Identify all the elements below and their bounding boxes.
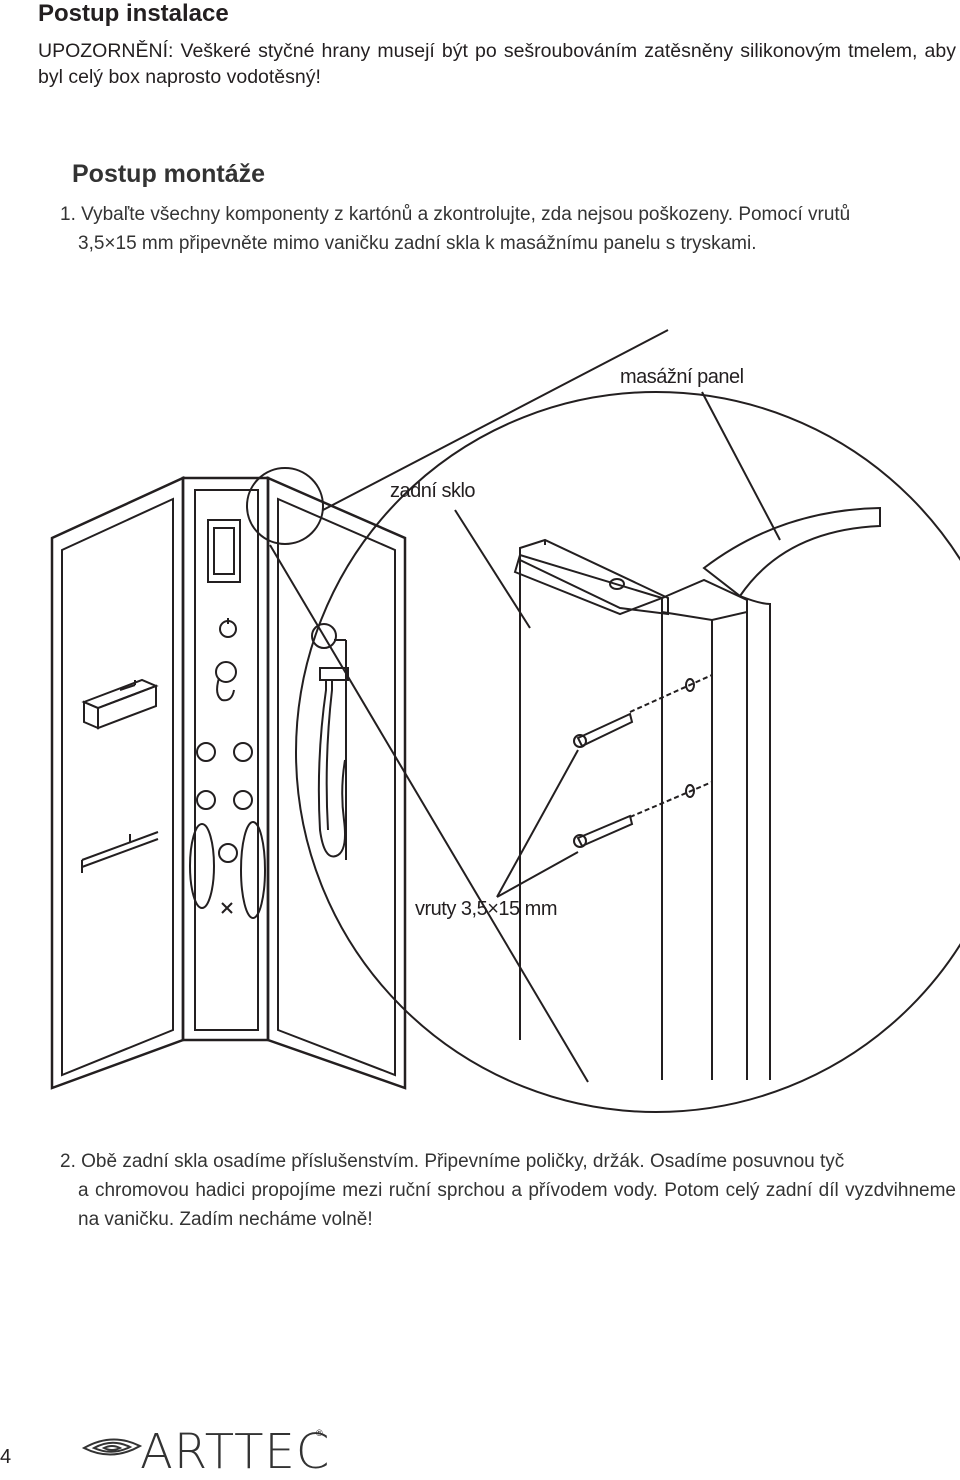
screw-upper — [573, 712, 634, 748]
massage-jet — [233, 742, 253, 762]
section-title: Postup instalace — [38, 0, 229, 27]
label-screws: vruty 3,5×15 mm — [415, 898, 558, 920]
warning-text: UPOZORNĚNÍ: Veškeré styčné hrany musejí … — [38, 40, 956, 88]
shower-rail — [311, 623, 349, 860]
shelf-upper — [81, 678, 159, 730]
center-massage-panel — [181, 476, 270, 1042]
massage-jet — [233, 790, 253, 810]
massage-jet — [196, 790, 216, 810]
step-1-line-2: 3,5×15 mm připevněte mimo vaničku zadní … — [78, 233, 757, 254]
step-2-text: 2. Obě zadní skla osadíme příslušenstvím… — [60, 1147, 956, 1234]
label-back-glass: zadní sklo — [390, 480, 476, 502]
towel-bar — [81, 831, 159, 873]
step-1-line-1: 1. Vybaľte všechny komponenty z kartónů … — [60, 204, 851, 225]
step-2-rest: a chromovou hadici propojíme mezi ruční … — [78, 1180, 956, 1230]
registered-mark: ® — [316, 1428, 323, 1438]
screw-lower — [573, 814, 634, 848]
step-1-text: 1. Vybaľte všechny komponenty z kartónů … — [60, 200, 960, 258]
brand-logo-icon — [81, 1438, 143, 1456]
massage-jet — [196, 742, 216, 762]
step-2-line-1: 2. Obě zadní skla osadíme příslušenstvím… — [60, 1151, 845, 1172]
control-display — [207, 519, 241, 583]
label-massage-panel: masážní panel — [620, 366, 744, 388]
sub-title: Postup montáže — [72, 160, 266, 188]
brand-name: ARTTEC — [140, 1424, 331, 1480]
detail-view — [295, 391, 960, 1113]
page-number: 4 — [0, 1446, 12, 1468]
right-glass-panel — [266, 476, 407, 1090]
left-glass-panel — [50, 476, 185, 1090]
magnifier-circle — [246, 467, 324, 545]
